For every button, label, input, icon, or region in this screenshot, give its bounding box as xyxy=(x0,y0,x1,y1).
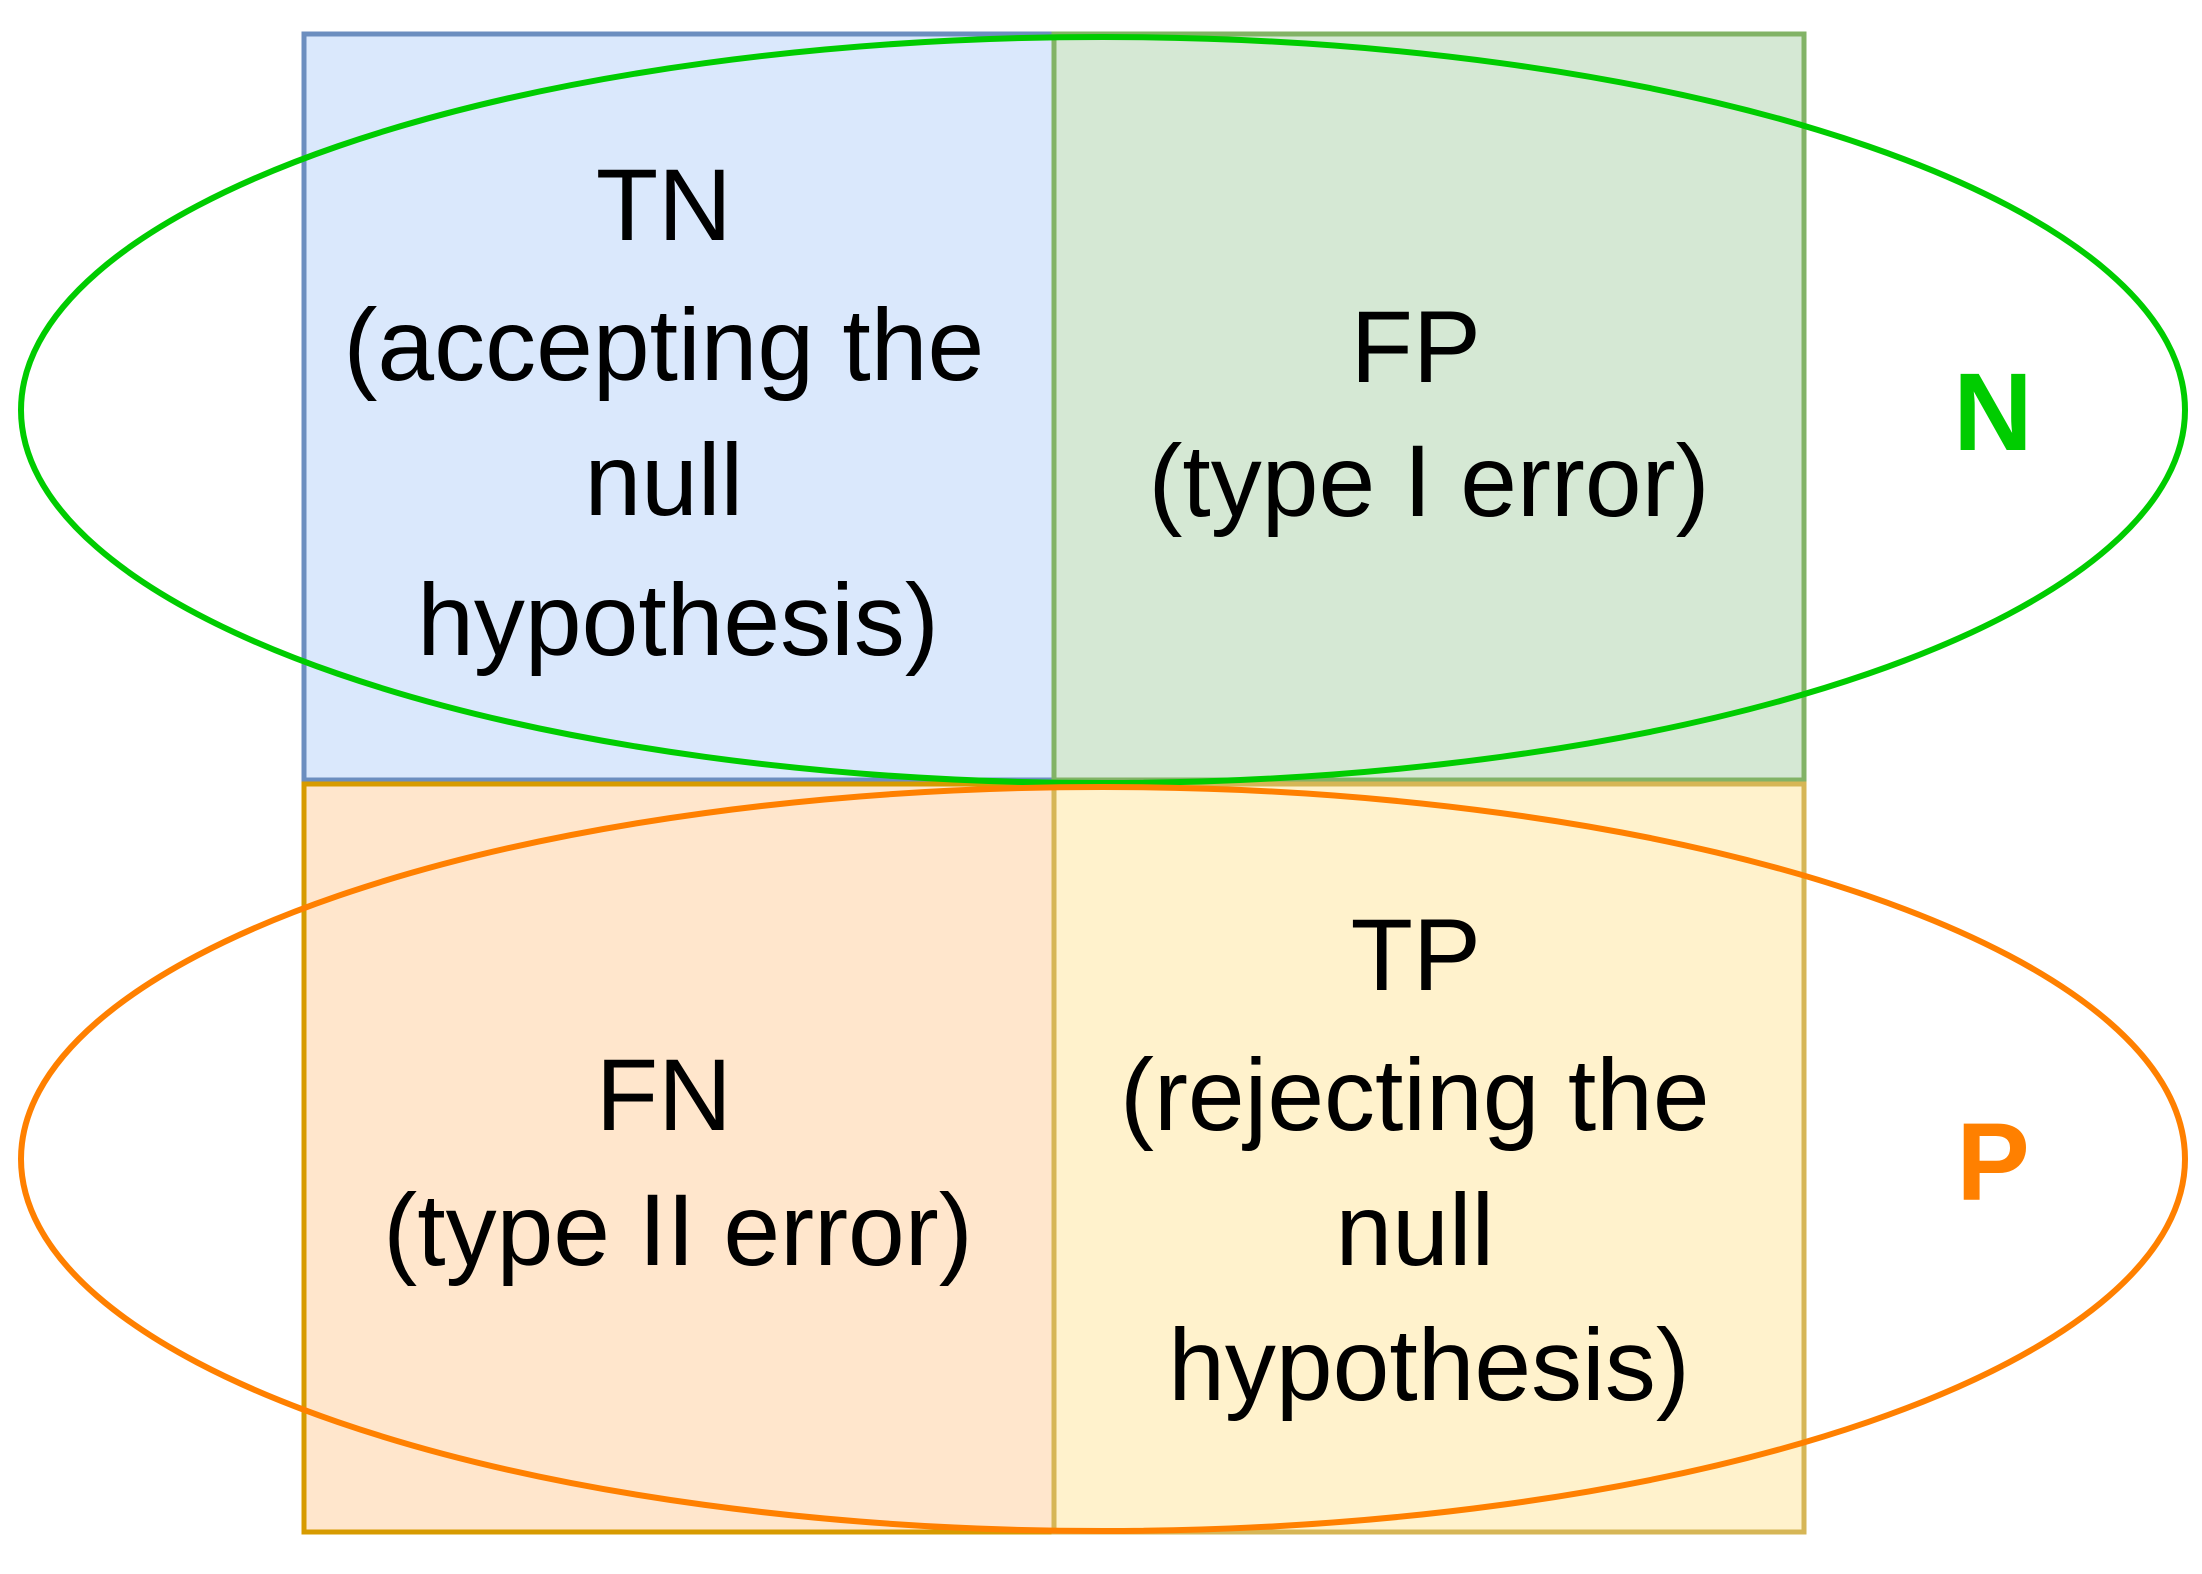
positive-group-ellipse xyxy=(18,784,2188,1534)
tp-line-4: hypothesis) xyxy=(1168,1308,1690,1422)
negative-group-label: N xyxy=(1953,351,2032,474)
tp-line-1: TP xyxy=(1351,898,1480,1012)
tp-text: TP (rejecting the null hypothesis) xyxy=(1120,898,1738,1422)
tn-line-2: (accepting the xyxy=(343,288,984,402)
fn-cell xyxy=(301,781,1057,1535)
tp-line-3: null xyxy=(1335,1173,1494,1287)
fp-line-1: FP xyxy=(1351,290,1480,404)
fp-cell xyxy=(1051,31,1807,783)
fp-line-2: (type I error) xyxy=(1148,424,1709,538)
tn-cell xyxy=(301,31,1057,783)
fn-text: FN (type II error) xyxy=(383,1038,972,1287)
fp-text: FP (type I error) xyxy=(1148,290,1709,538)
tn-line-3: null xyxy=(584,423,743,537)
tn-line-4: hypothesis) xyxy=(417,563,939,677)
negative-group-ellipse xyxy=(18,34,2188,786)
tn-line-1: TN xyxy=(596,148,732,262)
tn-text: TN (accepting the null hypothesis) xyxy=(343,148,1012,677)
fn-line-2: (type II error) xyxy=(383,1173,972,1287)
tp-cell xyxy=(1051,781,1807,1535)
positive-group-label: P xyxy=(1956,1101,2029,1224)
tp-line-2: (rejecting the xyxy=(1120,1038,1710,1152)
fn-line-1: FN xyxy=(596,1038,732,1152)
